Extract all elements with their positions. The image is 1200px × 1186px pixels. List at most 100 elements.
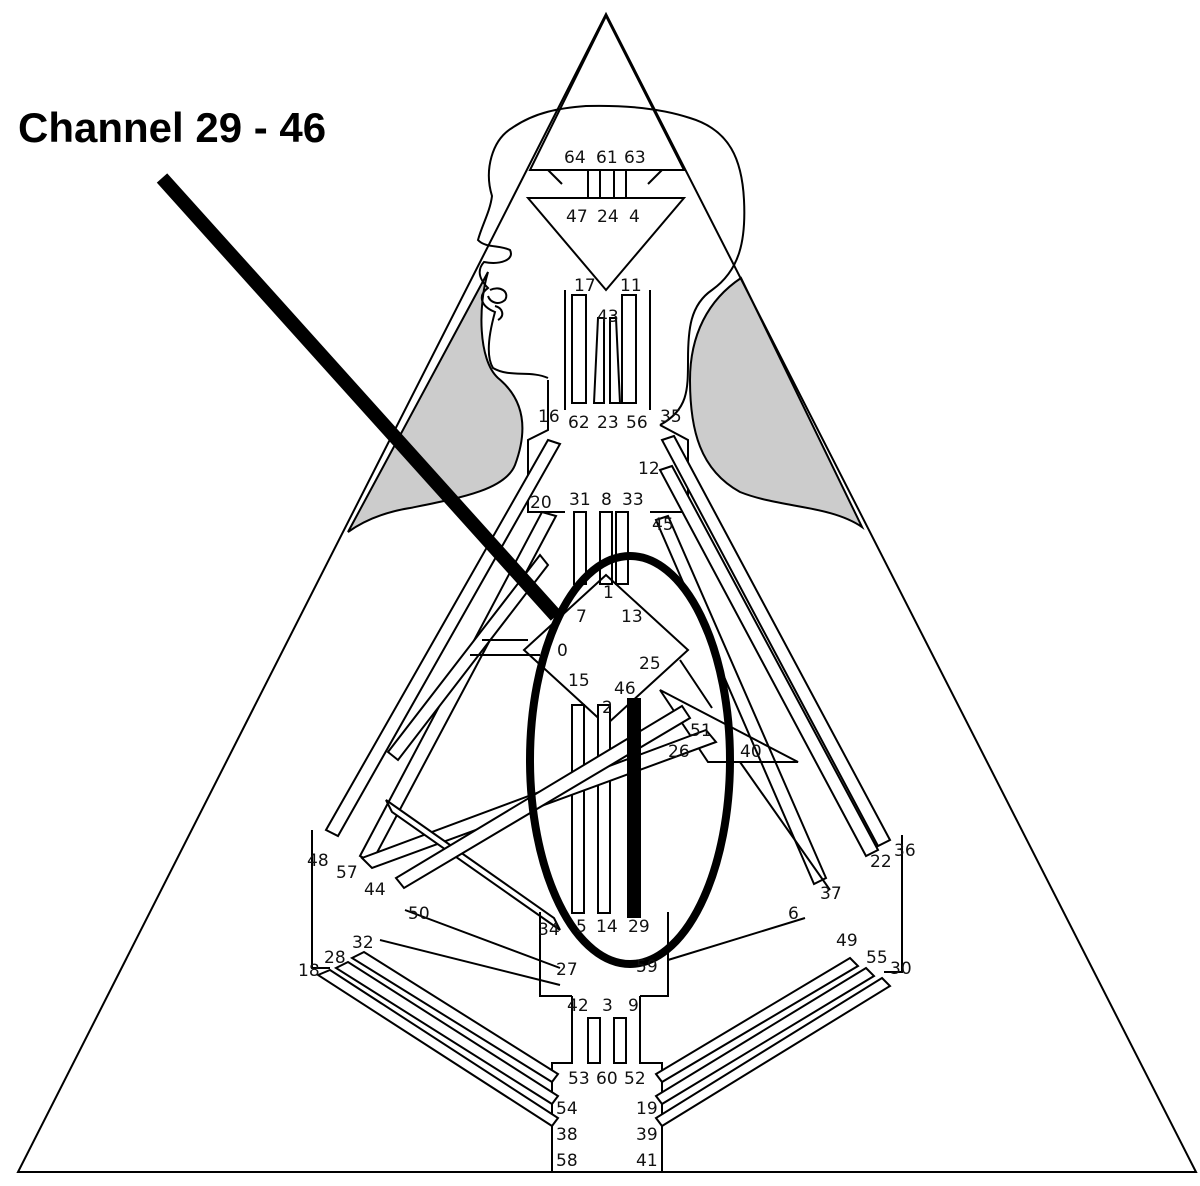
gate-54: 54 (556, 1099, 578, 1119)
callout-title: Channel 29 - 46 (18, 104, 327, 151)
channel-35-36 (660, 434, 892, 848)
gate-7: 7 (576, 607, 587, 627)
gate-3: 3 (602, 996, 613, 1016)
channel-43-23-right (609, 317, 622, 404)
gate-39: 39 (636, 1125, 658, 1145)
channel-17-62 (571, 294, 587, 404)
gate-24: 24 (597, 207, 619, 227)
channel-44-26 (385, 799, 561, 931)
crown-triangle (528, 13, 686, 171)
channel-8-1 (599, 511, 613, 585)
gate-44: 44 (364, 880, 386, 900)
channel-49-19 (654, 956, 860, 1084)
gate-51: 51 (690, 721, 712, 741)
outer-triangle (16, 11, 1198, 1173)
gate-36: 36 (894, 841, 916, 861)
gate-40: 40 (740, 742, 762, 762)
sacral-center (539, 912, 669, 997)
gate-31: 31 (569, 490, 591, 510)
gate-6: 6 (788, 904, 799, 924)
crown-connector-right (647, 169, 663, 185)
channel-33-13 (615, 511, 629, 585)
channel-32-54 (349, 950, 560, 1084)
right-shoulder-shade (688, 276, 865, 530)
gate-28: 28 (324, 948, 346, 968)
gate-58: 58 (556, 1151, 578, 1171)
gate-63: 63 (624, 148, 646, 168)
gate-5: 5 (576, 917, 587, 937)
gate-29: 29 (628, 917, 650, 937)
gate-41: 41 (636, 1151, 658, 1171)
gate-47: 47 (566, 207, 588, 227)
gate-15: 15 (568, 671, 590, 691)
gate-32: 32 (352, 933, 374, 953)
gate-16: 16 (538, 407, 560, 427)
gate-61: 61 (596, 148, 618, 168)
gate-38: 38 (556, 1125, 578, 1145)
channel-63-4 (613, 169, 627, 199)
channel-20-34 (386, 553, 550, 762)
gate-13: 13 (621, 607, 643, 627)
gate-4: 4 (629, 207, 640, 227)
callout-pointer (156, 173, 562, 621)
gate-52: 52 (624, 1069, 646, 1089)
gate-60: 60 (596, 1069, 618, 1089)
gate-42: 42 (567, 996, 589, 1016)
gate-12: 12 (638, 459, 660, 479)
solar-plexus-right-edge (884, 835, 903, 973)
gate-57: 57 (336, 863, 358, 883)
channel-40-37 (739, 761, 831, 891)
gate-20: 20 (530, 493, 552, 513)
gate-14: 14 (596, 917, 618, 937)
channel-50-27 (404, 909, 561, 969)
highlight-ellipse (526, 552, 734, 968)
spleen-left-edge (311, 830, 330, 969)
channel-15-5 (571, 704, 585, 914)
channel-16-48 (324, 438, 562, 838)
gate-37: 37 (820, 884, 842, 904)
channel-12-22 (658, 464, 880, 858)
gate-2: 2 (602, 698, 613, 718)
gate-9: 9 (628, 996, 639, 1016)
channel-3-60 (587, 1017, 601, 1064)
crown-connector-left (547, 169, 563, 185)
gate-45: 45 (652, 515, 674, 535)
gate-43: 43 (597, 307, 619, 327)
gate-53: 53 (568, 1069, 590, 1089)
gate-59: 59 (636, 957, 658, 977)
gate-30: 30 (890, 959, 912, 979)
gate-1: 1 (603, 583, 614, 603)
gate-23: 23 (597, 413, 619, 433)
left-shoulder-shade (347, 271, 524, 533)
gate-26: 26 (668, 742, 690, 762)
ajna-triangle (525, 197, 687, 292)
gate-10: 0 (557, 641, 568, 661)
channel-9-52 (613, 1017, 627, 1064)
channel-43-23-left (592, 317, 605, 404)
gate-56: 56 (626, 413, 648, 433)
gate-48: 48 (307, 851, 329, 871)
channel-11-56 (621, 294, 637, 404)
channel-30-41 (654, 976, 892, 1128)
gate-17: 17 (574, 276, 596, 296)
channel-44-51 (394, 704, 692, 890)
gate-35: 35 (660, 407, 682, 427)
gate-19: 19 (636, 1099, 658, 1119)
channel-6-59 (667, 917, 806, 961)
channel-55-39 (654, 966, 876, 1106)
channel-18-58 (315, 968, 560, 1128)
gate-8: 8 (601, 490, 612, 510)
gate-11: 11 (620, 276, 642, 296)
gate-22: 22 (870, 852, 892, 872)
gate-27: 27 (556, 960, 578, 980)
gate-25: 25 (639, 654, 661, 674)
gate-50: 50 (408, 904, 430, 924)
gate-46: 46 (614, 679, 636, 699)
channel-28-38 (333, 960, 560, 1106)
channel-25-51 (679, 659, 713, 709)
gate-55: 55 (866, 948, 888, 968)
gate-64: 64 (564, 148, 586, 168)
ear-mouth-detail-2 (494, 305, 504, 321)
gate-33: 33 (622, 490, 644, 510)
